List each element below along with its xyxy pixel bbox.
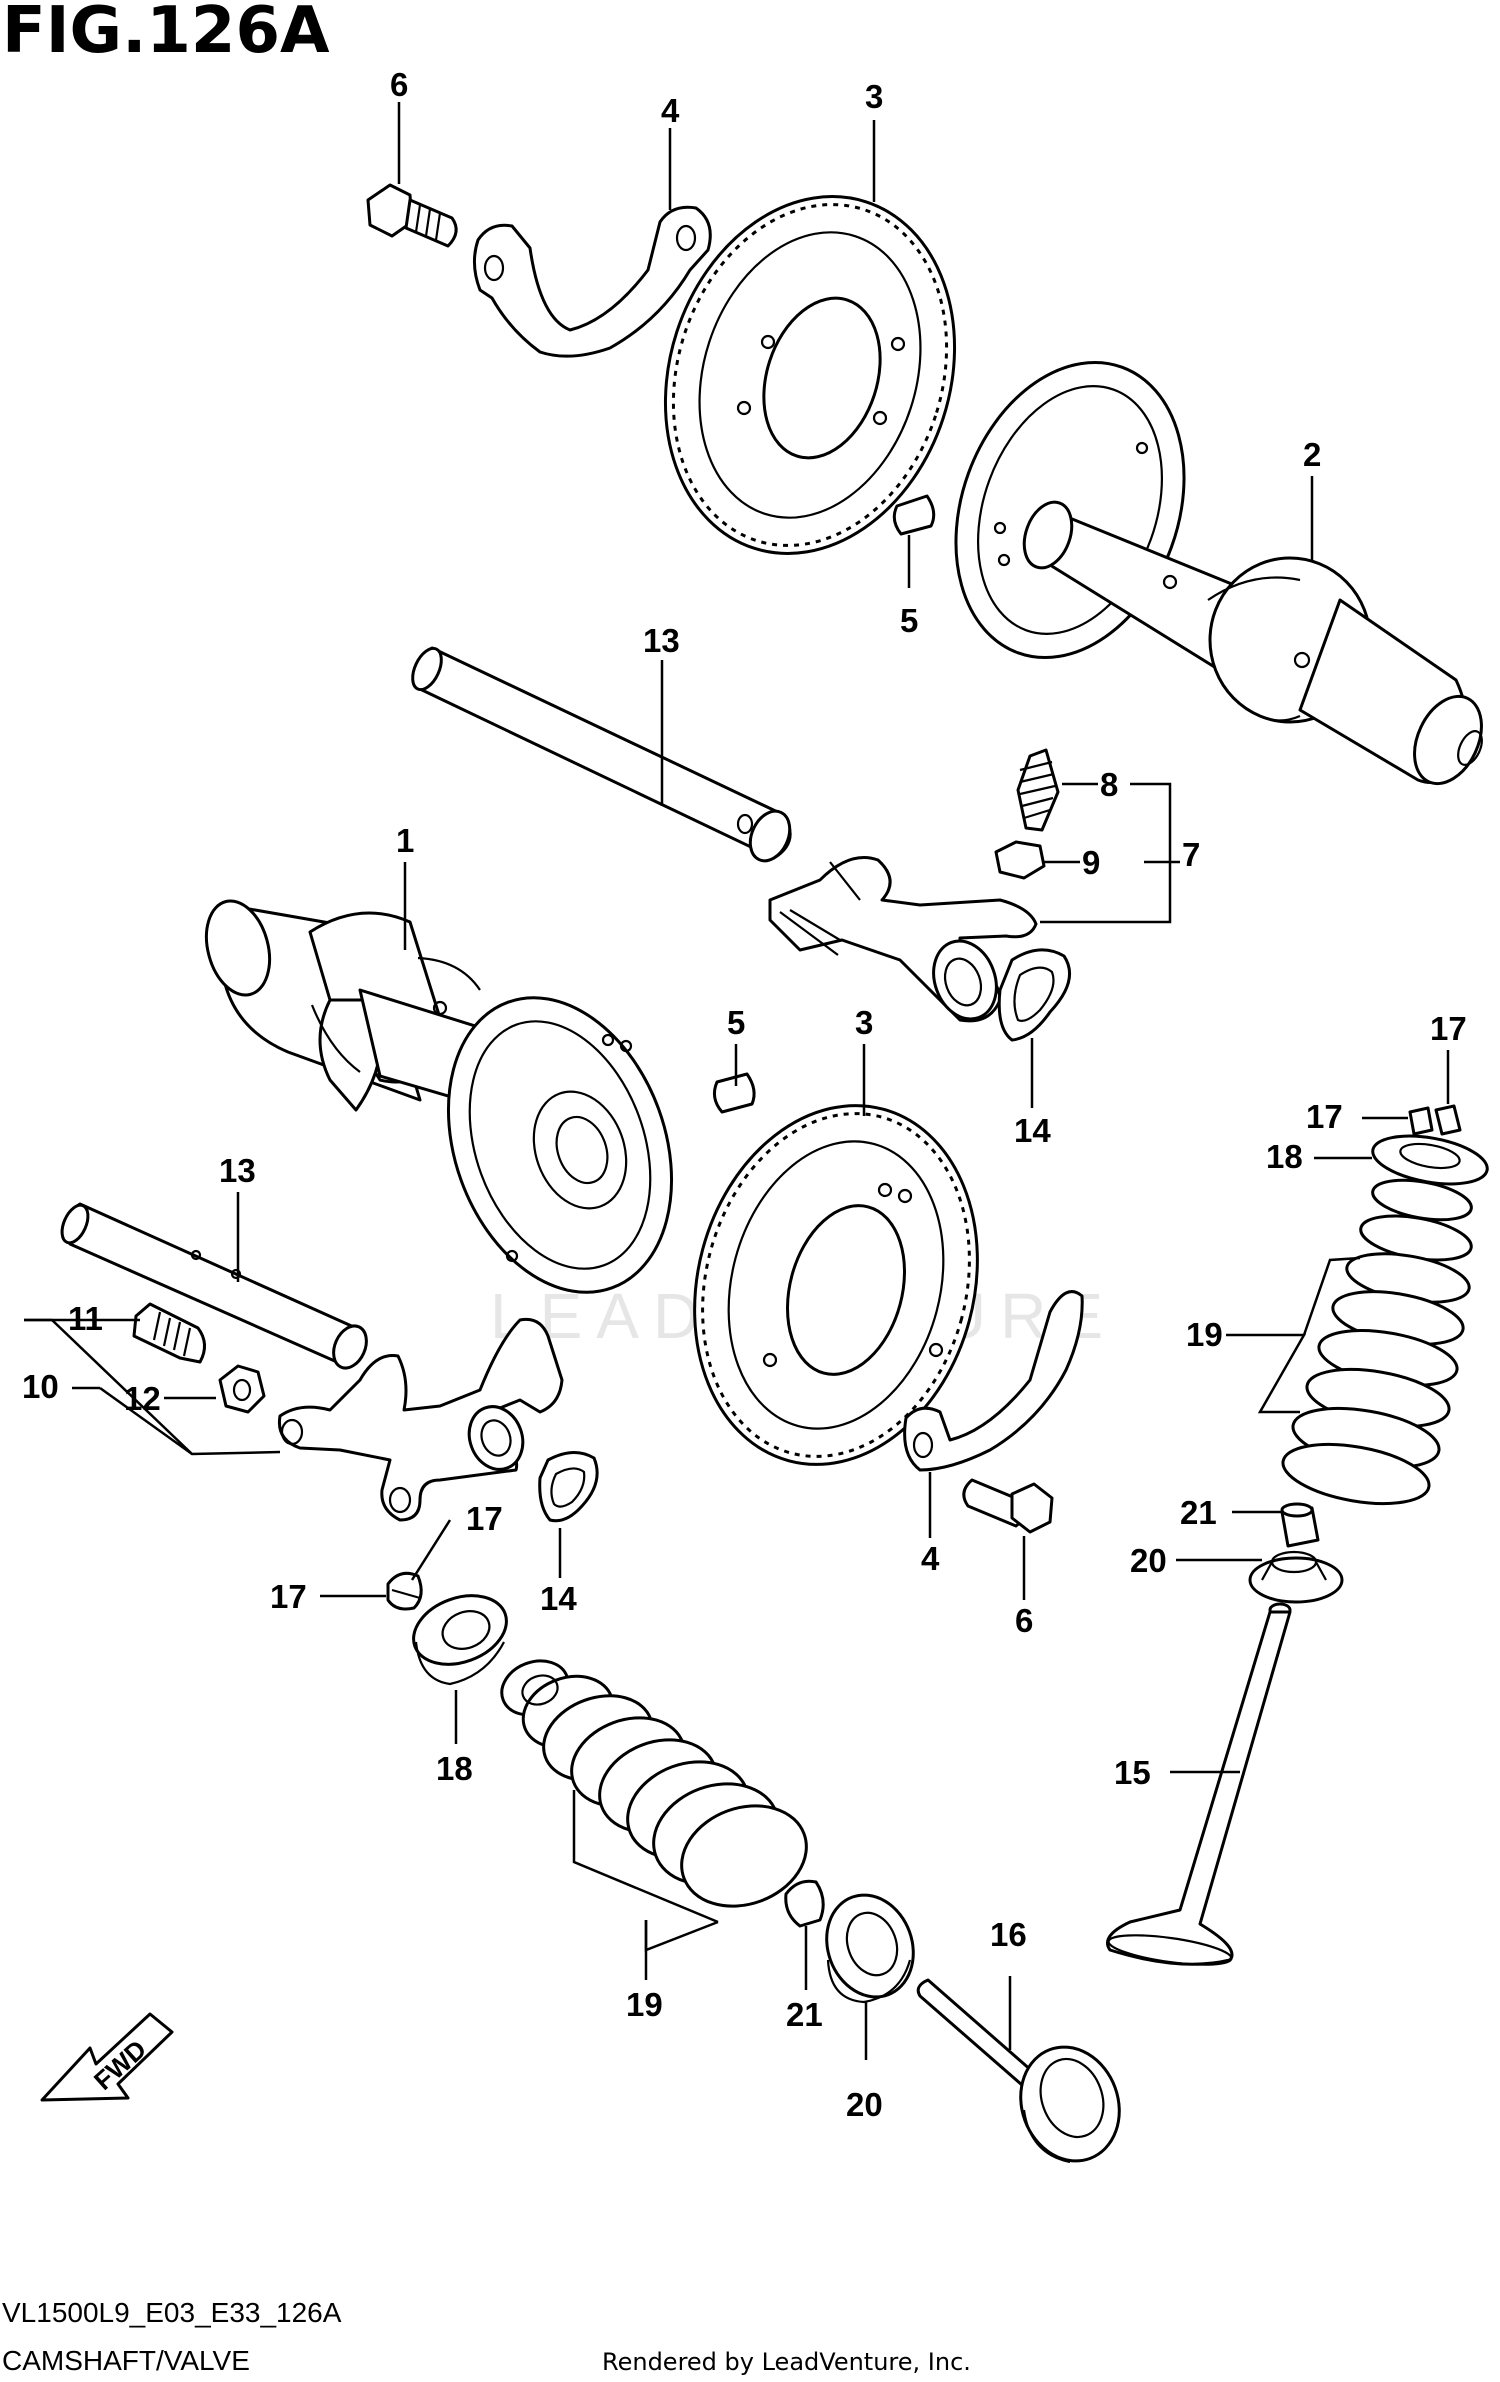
callout-13-lower: 13 [219,1152,256,1189]
part-4-bracket-lower [903,1290,1084,1472]
part-13-rocker-shaft-lower [60,1202,368,1370]
callout-3-top: 3 [865,78,883,115]
callout-4-lower: 4 [921,1540,940,1577]
callout-3-lower: 3 [855,1004,873,1041]
callout-17-right: 17 [1306,1098,1343,1135]
rendered-by-credit: Rendered by LeadVenture, Inc. [602,2348,971,2376]
callout-17-right-top: 17 [1430,1010,1467,1047]
part-9-locknut-upper [994,840,1046,880]
fwd-arrow-icon: FWD [40,2012,174,2102]
callout-14-lower: 14 [540,1580,577,1617]
callout-6-lower: 6 [1015,1602,1033,1639]
callout-19-lower: 19 [626,1986,663,2023]
part-4-bracket-top [473,205,712,358]
part-20-spring-seat-right [1248,1550,1344,1604]
part-18-retainer-lower [412,1594,508,1686]
part-8-adjust-screw-upper [1016,748,1060,832]
callout-4-top: 4 [661,92,680,129]
callout-17-lower-a: 17 [466,1500,503,1537]
part-14-washer-lower [538,1451,599,1523]
callout-16: 16 [990,1916,1027,1953]
callout-17-lower-b: 17 [270,1578,307,1615]
part-6-bolt-lower [962,1478,1054,1534]
leader-lines [24,102,1450,2060]
part-2-camshaft-rear [954,360,1483,786]
callout-2: 2 [1303,436,1321,473]
part-16-valve-lower [916,1978,1121,2164]
part-21-seal-lower [784,1879,825,1928]
callout-8: 8 [1100,766,1118,803]
model-code: VL1500L9_E03_E33_126A [2,2297,342,2328]
callout-9: 9 [1082,844,1100,881]
part-5-dowel-lower [712,1072,756,1114]
part-17-keepers-lower [386,1571,423,1611]
part-19-valve-spring-lower [500,1659,808,1908]
part-7-rocker-arm-upper [768,856,1038,1023]
figure-title: FIG.126A [2,0,330,68]
part-14-washer-upper [997,948,1072,1042]
callout-6-top: 6 [390,66,408,103]
callout-14-upper: 14 [1014,1112,1051,1149]
part-21-seal-right [1280,1502,1320,1548]
part-15-valve-right [1106,1602,1292,1966]
part-11-adjust-screw-lower [132,1302,206,1364]
callout-5-top: 5 [900,602,918,639]
callout-18-lower: 18 [436,1750,473,1787]
part-3-cam-gear-top [663,195,957,555]
part-12-locknut-lower [218,1364,266,1414]
callout-12: 12 [124,1380,161,1417]
callouts: 6 4 3 2 5 13 8 9 7 1 5 3 14 17 17 18 13 … [22,66,1467,2123]
part-20-spring-seat-lower [825,1893,915,2004]
part-5-dowel-top [892,494,936,536]
part-17-keepers-right [1408,1104,1462,1136]
part-6-bolt-top [366,183,458,248]
callout-1: 1 [396,822,414,859]
part-19-valve-spring-right [1281,1178,1473,1506]
section-title: CAMSHAFT/VALVE [2,2345,250,2376]
callout-18-right: 18 [1266,1138,1303,1175]
part-13-rocker-shaft-upper [411,646,792,863]
callout-21-lower: 21 [786,1996,823,2033]
callout-10: 10 [22,1368,59,1405]
callout-19-right: 19 [1186,1316,1223,1353]
part-3-cam-gear-lower [693,1104,979,1466]
callout-13-top: 13 [643,622,680,659]
callout-20-right: 20 [1130,1542,1167,1579]
callout-21-right: 21 [1180,1494,1217,1531]
part-10-rocker-arm-lower [277,1317,564,1522]
callout-11: 11 [68,1300,103,1337]
callout-15: 15 [1114,1754,1151,1791]
callout-20-lower: 20 [846,2086,883,2123]
callout-5-lower: 5 [727,1004,745,1041]
part-1-camshaft-front [204,899,674,1294]
callout-7: 7 [1182,836,1200,873]
